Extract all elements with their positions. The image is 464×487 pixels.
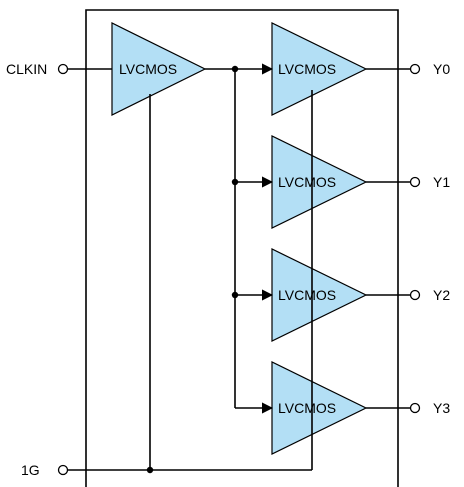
clkin-label: CLKIN [6,61,47,77]
junction-dot-2 [231,291,239,299]
output-label-0: Y0 [433,61,450,77]
junction-dot-1 [231,178,239,186]
input-buffer-label: LVCMOS [119,61,177,77]
enable-label: 1G [21,462,40,478]
output-pin-0 [409,63,421,75]
enable-junction-dot [146,466,154,474]
output-pin-2 [409,289,421,301]
output-label-3: Y3 [433,400,450,416]
output-label-2: Y2 [433,287,450,303]
output-buffer-2-label: LVCMOS [278,287,336,303]
output-pin-3 [409,402,421,414]
output-buffer-0-label: LVCMOS [278,61,336,77]
junction-dot-0 [231,65,239,73]
output-pin-1 [409,176,421,188]
output-label-1: Y1 [433,174,450,190]
chip-outline [85,9,399,487]
output-buffer-1-label: LVCMOS [278,174,336,190]
clkin-pin [57,63,69,75]
enable-pin [57,464,69,476]
output-buffer-3-label: LVCMOS [278,400,336,416]
